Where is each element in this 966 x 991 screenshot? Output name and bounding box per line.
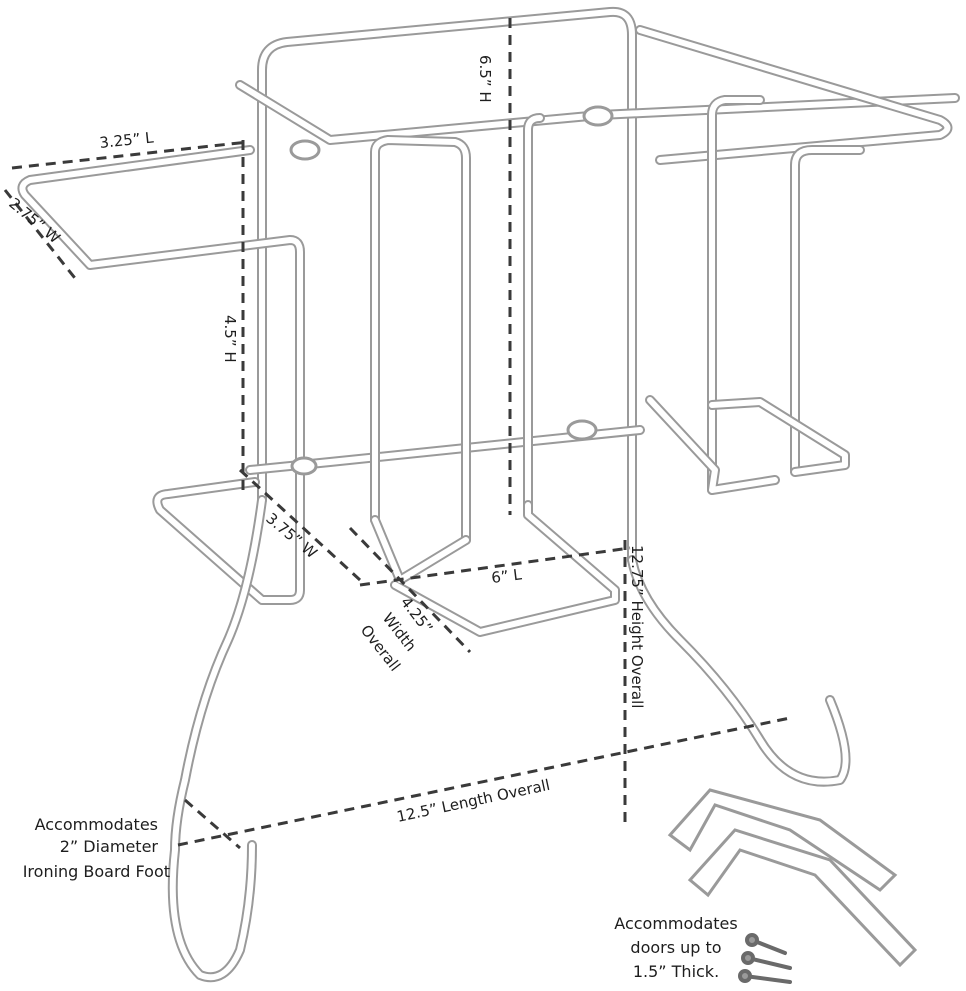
basket-length-label: 6” L xyxy=(490,565,523,587)
door-note: Accommodates doors up to 1.5” Thick. xyxy=(614,914,737,981)
door-clip-1 xyxy=(667,788,898,892)
door-clip-2 xyxy=(687,828,918,968)
door-clips-and-screws xyxy=(667,788,918,984)
foot-note-line3: Ironing Board Foot xyxy=(23,862,170,881)
door-note-line3: 1.5” Thick. xyxy=(633,962,719,981)
foot-note-line1: Accommodates xyxy=(35,815,158,834)
foot-note: Accommodates 2” Diameter Ironing Board F… xyxy=(23,815,170,881)
wire-rack xyxy=(17,6,960,983)
foot-note-line2: 2” Diameter xyxy=(60,837,159,856)
shelf-length-label: 3.25” L xyxy=(99,128,156,152)
screw-icon xyxy=(738,933,792,984)
door-note-line1: Accommodates xyxy=(614,914,737,933)
dimension-lines xyxy=(3,18,791,850)
height-overall-label: 12.75” Height Overall xyxy=(628,545,646,708)
length-overall-label: 12.5” Length Overall xyxy=(395,776,551,826)
side-height-label: 4.5” H xyxy=(221,315,239,363)
door-note-line2: doors up to xyxy=(630,938,721,957)
rack-height-label: 6.5” H xyxy=(476,55,494,103)
